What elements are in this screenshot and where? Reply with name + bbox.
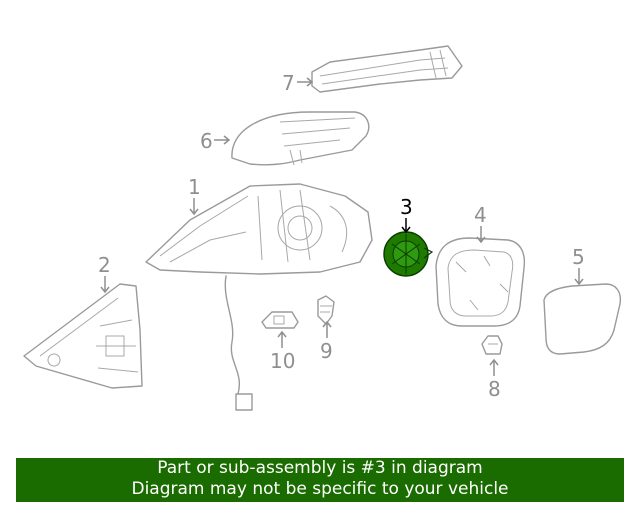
part-8-clip	[481, 335, 503, 355]
part-6-mirror-cap	[231, 111, 370, 166]
callout-6: 6	[200, 129, 213, 153]
arrow-8	[489, 358, 499, 376]
arrow-9	[322, 320, 332, 338]
callout-2: 2	[98, 253, 111, 277]
part-3-actuator-highlighted	[383, 231, 434, 277]
callout-4: 4	[474, 203, 487, 227]
arrow-2	[100, 276, 110, 294]
arrow-5	[574, 268, 584, 286]
part-4-backing-plate	[435, 237, 526, 327]
part-7-turn-signal	[311, 45, 463, 93]
part-1-mirror-housing	[145, 183, 373, 411]
notice-banner: Part or sub-assembly is #3 in diagram Di…	[16, 458, 624, 502]
callout-7: 7	[282, 71, 295, 95]
callout-8: 8	[488, 377, 501, 401]
arrow-7	[297, 77, 314, 87]
arrow-3	[401, 218, 411, 234]
arrow-10	[277, 330, 287, 348]
banner-line-2: Diagram may not be specific to your vehi…	[131, 479, 509, 499]
arrow-4	[476, 226, 486, 244]
callout-10: 10	[270, 349, 295, 373]
callout-3: 3	[400, 195, 413, 219]
callout-1: 1	[188, 175, 201, 199]
part-10-bracket	[261, 311, 299, 329]
arrow-1	[189, 198, 199, 216]
callout-9: 9	[320, 339, 333, 363]
part-9-clip	[317, 295, 335, 325]
part-2-mirror-base	[23, 283, 143, 389]
part-5-mirror-glass	[543, 283, 622, 355]
callout-5: 5	[572, 245, 585, 269]
banner-line-1: Part or sub-assembly is #3 in diagram	[157, 458, 483, 478]
arrow-6	[214, 135, 231, 145]
